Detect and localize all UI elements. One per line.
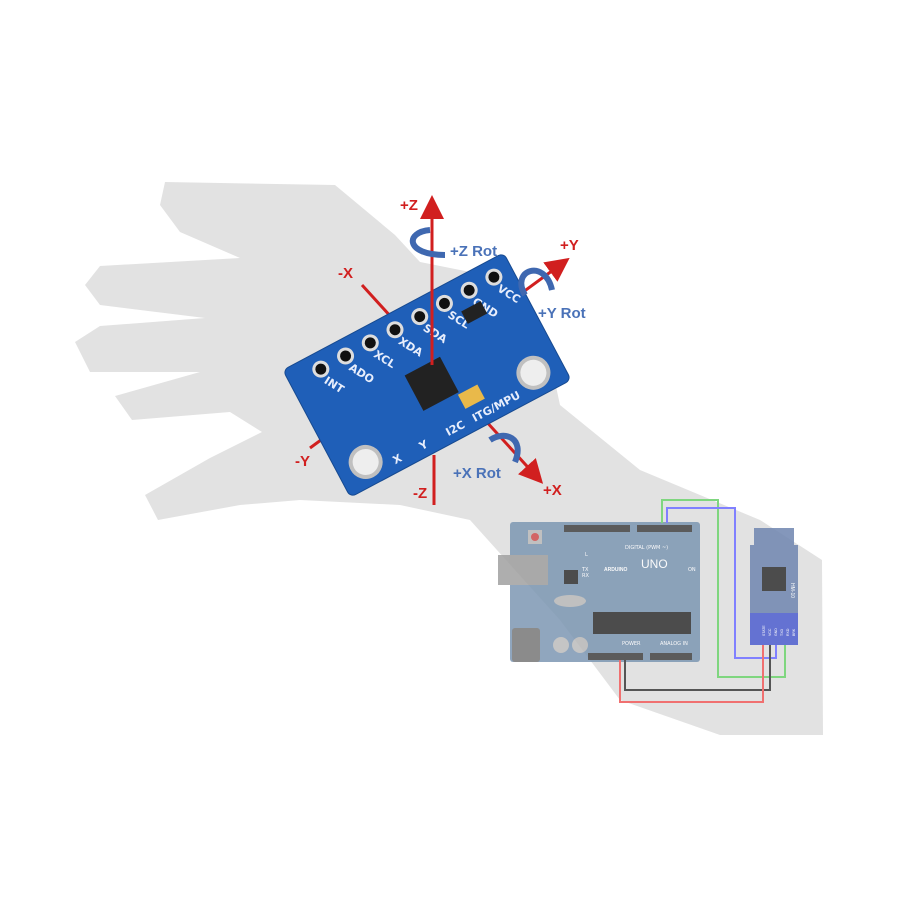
hand-silhouette [75,182,823,735]
arduino-uno-board: DIGITAL (PWM ~) ARDUINO UNO ON L TX RX P… [498,522,700,662]
z-rotation-arrow-icon [409,227,446,258]
arduino-brand: ARDUINO [604,567,627,573]
label-z-rotation: +Z Rot [450,243,497,260]
hm10-pin-gnd: GND [774,628,778,636]
label-x-rotation: +X Rot [453,465,501,482]
header-pin [411,308,429,326]
x-rotation-arrow-icon [488,432,521,464]
hm10-label: HM-10 [789,583,795,598]
wire-red [619,645,764,703]
power-label: POWER [622,641,641,647]
label-minus-y: -Y [295,453,310,470]
wire-black [624,645,771,691]
label-plus-y: +Y [560,237,579,254]
led-label-rx: RX [582,573,589,579]
hm10-pin-vcc: VCC [768,628,772,636]
arduino-model: UNO [641,557,668,571]
wires [619,499,786,703]
header-pin [435,294,453,312]
hm10-bluetooth-module: HM-10 STATE VCC GND TXD RXD BRK [750,528,798,645]
header-pin [460,281,478,299]
led-label-tx: TX [581,567,589,573]
analog-label: ANALOG IN [660,641,688,647]
label-plus-z: +Z [400,197,418,214]
hm10-pin-state: STATE [762,625,766,636]
label-y-rotation: +Y Rot [538,305,586,322]
wire-green [661,499,786,678]
header-pin [361,334,379,352]
label-minus-z: -Z [413,485,427,502]
digital-label: DIGITAL (PWM ~) [625,545,668,551]
header-pin [312,360,330,378]
label-plus-x: +X [543,482,562,499]
hm10-pin-txd: TXD [780,629,784,636]
y-rotation-arrow-icon [518,267,555,297]
header-pin [485,268,503,286]
header-pin [386,321,404,339]
hm10-pin-brk: BRK [792,628,796,636]
on-label: ON [688,567,696,573]
hm10-pin-rxd: RXD [786,628,790,636]
label-minus-x: -X [338,265,353,282]
header-pin [337,347,355,365]
led-label-l: L [585,552,588,558]
wire-blue [666,507,777,659]
